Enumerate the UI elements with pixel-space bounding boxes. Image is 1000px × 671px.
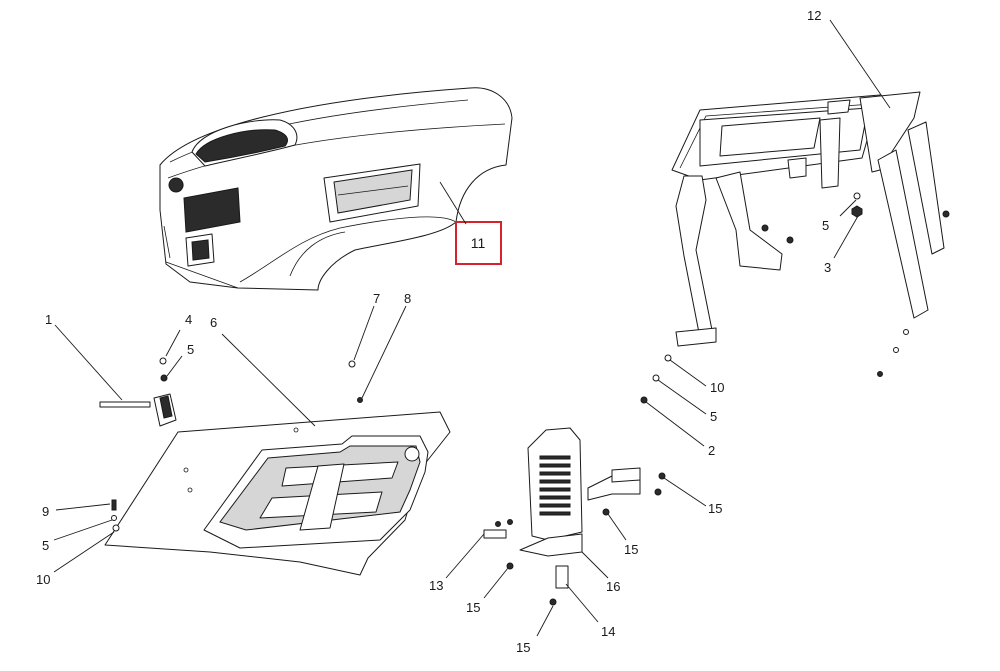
- leader-8: [361, 305, 407, 399]
- callout-5-frame-lower: 5: [710, 409, 717, 424]
- side-panel-assembly: [483, 427, 641, 589]
- floor-plate: [104, 411, 451, 576]
- leader-4: [165, 329, 181, 357]
- callout-4: 4: [185, 312, 192, 327]
- washer-5: [111, 515, 117, 521]
- callout-10-frame: 10: [710, 380, 724, 395]
- leader-10-floor: [53, 531, 115, 573]
- callout-15-a: 15: [708, 501, 722, 516]
- callout-10-floor: 10: [36, 572, 50, 587]
- leader-15-a: [663, 477, 707, 507]
- callout-5-switch: 5: [187, 342, 194, 357]
- callout-7: 7: [373, 291, 380, 306]
- callout-12: 12: [807, 8, 821, 23]
- leader-5-switch: [166, 355, 183, 377]
- callout-8: 8: [404, 291, 411, 306]
- leader-12: [829, 19, 891, 109]
- leader-14: [565, 583, 599, 623]
- leader-7: [353, 305, 375, 361]
- callout-11: 11: [471, 235, 486, 251]
- callout-1: 1: [45, 312, 52, 327]
- callout-14: 14: [601, 624, 615, 639]
- leader-1: [54, 324, 123, 401]
- callout-15-c: 15: [466, 600, 480, 615]
- bolt-9: [111, 499, 117, 511]
- callout-5-floor: 5: [42, 538, 49, 553]
- leader-2: [645, 401, 705, 447]
- callout-6: 6: [210, 315, 217, 330]
- leader-11: [439, 181, 467, 225]
- leader-5-frame-lower: [657, 379, 707, 415]
- leader-15-c: [483, 567, 509, 599]
- callout-15-d: 15: [516, 640, 530, 655]
- frame-fasteners: [640, 192, 950, 404]
- leader-16: [581, 551, 609, 579]
- leader-6: [221, 333, 316, 427]
- leader-15-d: [536, 605, 554, 637]
- callout-16: 16: [606, 579, 620, 594]
- leader-5-frame: [839, 199, 857, 217]
- leader-13: [445, 533, 485, 579]
- callout-3: 3: [824, 260, 831, 275]
- callout-15-b: 15: [624, 542, 638, 557]
- leader-9: [55, 503, 111, 511]
- washer-8: [357, 397, 363, 403]
- switch-assembly: [99, 357, 177, 427]
- part-11-highlight-box: [455, 221, 502, 265]
- leader-5-floor: [53, 519, 113, 541]
- callout-2: 2: [708, 443, 715, 458]
- leader-15-b: [607, 513, 627, 541]
- callout-13: 13: [429, 578, 443, 593]
- hood-assembly: [159, 87, 513, 291]
- frame-assembly: [671, 91, 945, 347]
- leader-10-frame: [669, 359, 707, 387]
- callout-9: 9: [42, 504, 49, 519]
- bolt-7: [348, 360, 356, 368]
- side-panel-fasteners: [495, 472, 666, 606]
- washer-10: [112, 524, 120, 532]
- leader-3: [833, 215, 859, 259]
- callout-5-frame: 5: [822, 218, 829, 233]
